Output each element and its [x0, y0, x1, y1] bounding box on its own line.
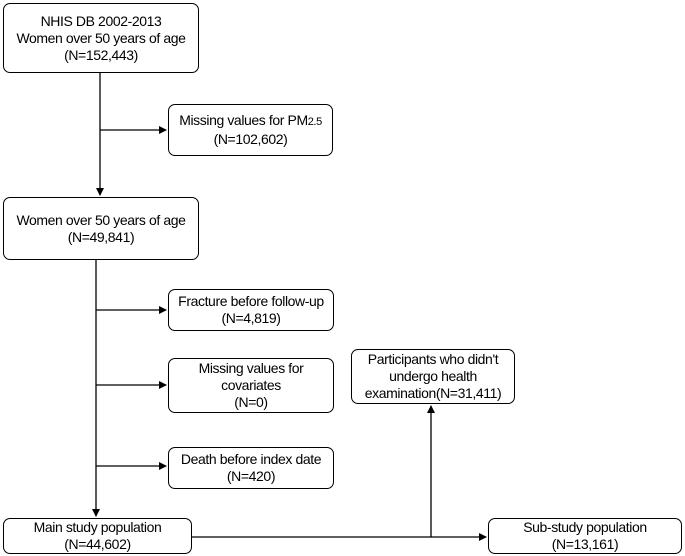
no-exam-line3: examination(N=31,411): [364, 385, 502, 401]
no-exam-line1: Participants who didn't: [367, 351, 499, 367]
nhis-line3: (N=152,443): [64, 46, 138, 63]
box-fracture: Fracture before follow-up (N=4,819): [168, 289, 334, 331]
missing-cov-line3: (N=0): [234, 394, 268, 410]
sub-study-line1: Sub-study population: [523, 519, 647, 535]
missing-cov-line2: covariates: [221, 377, 281, 393]
box-nhis-db: NHIS DB 2002-2013 Women over 50 years of…: [3, 3, 199, 73]
box-missing-pm: Missing values for PM2.5 (N=102,602): [168, 104, 333, 156]
death-line2: (N=420): [226, 468, 276, 484]
fracture-line2: (N=4,819): [221, 310, 281, 326]
box-death: Death before index date (N=420): [168, 447, 334, 489]
women50-line2: (N=49,841): [67, 228, 135, 245]
missing-pm-line1: Missing values for PM2.5: [179, 112, 322, 131]
box-women-over-50: Women over 50 years of age (N=49,841): [3, 197, 199, 260]
women50-line1: Women over 50 years of age: [16, 211, 186, 228]
box-no-health-exam: Participants who didn't undergo health e…: [351, 349, 515, 404]
fracture-line1: Fracture before follow-up: [178, 293, 324, 309]
box-main-study: Main study population (N=44,602): [3, 518, 192, 554]
box-missing-covariates: Missing values for covariates (N=0): [168, 358, 334, 413]
missing-pm-label: Missing values for PM: [179, 112, 308, 128]
nhis-line2: Women over 50 years of age: [16, 29, 186, 46]
missing-pm-subscript: 2.5: [307, 116, 322, 128]
main-study-line2: (N=44,602): [64, 536, 131, 552]
missing-pm-line2: (N=102,602): [213, 131, 288, 147]
missing-cov-line1: Missing values for: [198, 360, 304, 376]
main-study-line1: Main study population: [33, 519, 162, 535]
box-sub-study: Sub-study population (N=13,161): [488, 518, 682, 554]
no-exam-line2: undergo health: [389, 368, 477, 384]
sub-study-line2: (N=13,161): [551, 536, 619, 552]
death-line1: Death before index date: [180, 451, 322, 467]
nhis-line1: NHIS DB 2002-2013: [40, 12, 162, 29]
